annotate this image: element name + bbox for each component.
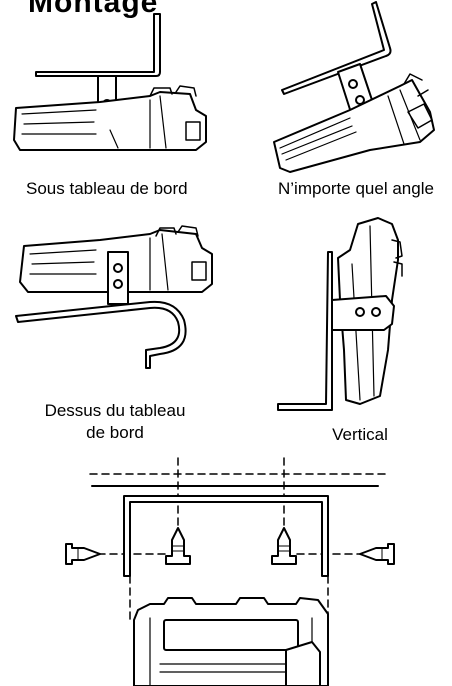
under-dash-illustration (13, 13, 207, 151)
top-dash-illustration (15, 225, 213, 369)
caption-under-dash: Sous tableau de bord (26, 179, 188, 198)
assembly-illustration (65, 457, 395, 686)
any-angle-illustration (273, 1, 435, 173)
caption-vertical: Vertical (332, 425, 388, 444)
vertical-illustration (277, 217, 403, 411)
page-title: Montage (28, 0, 159, 19)
caption-top-dash-line2: de bord (86, 423, 144, 442)
caption-any-angle: N’importe quel angle (278, 179, 434, 198)
caption-top-dash-line1: Dessus du tableau (44, 401, 186, 420)
